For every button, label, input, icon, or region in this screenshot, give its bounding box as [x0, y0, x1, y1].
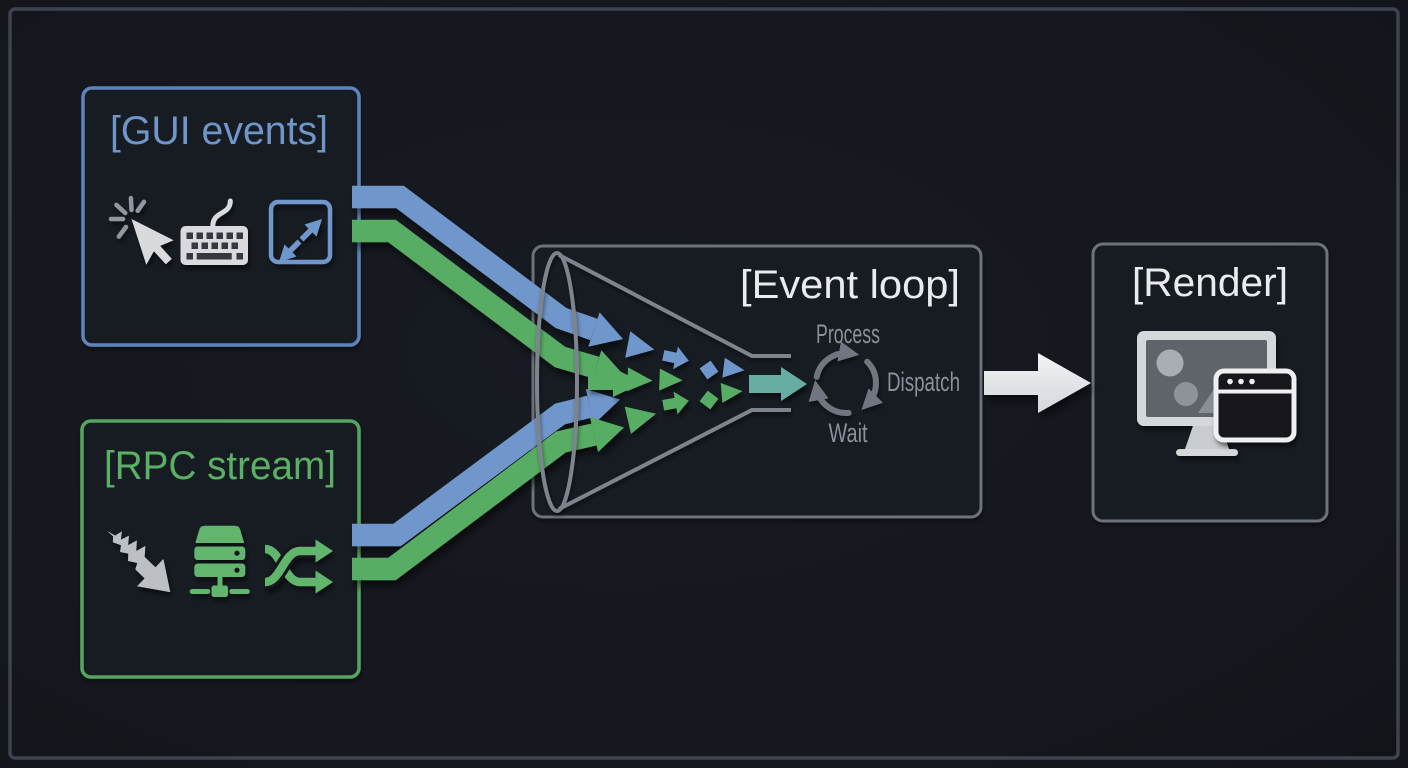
rpc-stream-node: [RPC stream] [80, 419, 361, 679]
cycle-arc-right [861, 358, 884, 410]
event-arrow [722, 357, 745, 378]
band-green-bottom [352, 417, 624, 581]
app-window-icon [1213, 368, 1297, 443]
event-arrow [699, 360, 719, 380]
merged-event-arrow [749, 367, 807, 401]
cursor-click-icon [108, 195, 174, 265]
render-node: [Render] [1091, 242, 1329, 523]
event-arrow [624, 406, 657, 434]
funnel-mouth [535, 251, 579, 513]
cycle-label-dispatch: Dispatch [887, 367, 960, 397]
keyboard-icon [180, 198, 248, 265]
funnel-top-edge [558, 253, 791, 358]
event-arrow [588, 368, 643, 397]
cycle-arc-bottom [808, 380, 852, 416]
funnel [535, 251, 791, 513]
cycle-label-process: Process [816, 319, 880, 349]
event-arrow [625, 331, 655, 358]
gui-events-title: [GUI events] [110, 109, 328, 153]
event-arrow [720, 383, 743, 403]
resize-icon [268, 199, 333, 265]
event-arrow [659, 368, 683, 391]
shuffle-icon [263, 539, 333, 594]
event-loop-title: [Event loop] [740, 263, 960, 307]
rpc-stream-title: [RPC stream] [104, 444, 336, 488]
event-arrow [699, 390, 719, 410]
event-arrow [662, 391, 689, 415]
render-title: [Render] [1132, 261, 1288, 305]
server-icon [189, 525, 250, 597]
outer-frame [8, 7, 1400, 760]
band-blue-top [352, 185, 623, 347]
event-arrow [662, 346, 689, 370]
cycle-label-wait: Wait [829, 418, 868, 448]
gui-events-node: [GUI events] [81, 86, 361, 347]
funnel-bottom-edge [558, 408, 791, 511]
eventloop-to-render-arrow [984, 353, 1091, 413]
gui-events-box [81, 86, 361, 347]
funnel-event-arrows [588, 331, 807, 434]
event-loop-cycle: Process Dispatch Wait [808, 319, 960, 448]
event-arrow [626, 367, 653, 392]
jagged-arrow-icon [107, 531, 171, 593]
cycle-arc-top [813, 341, 860, 380]
